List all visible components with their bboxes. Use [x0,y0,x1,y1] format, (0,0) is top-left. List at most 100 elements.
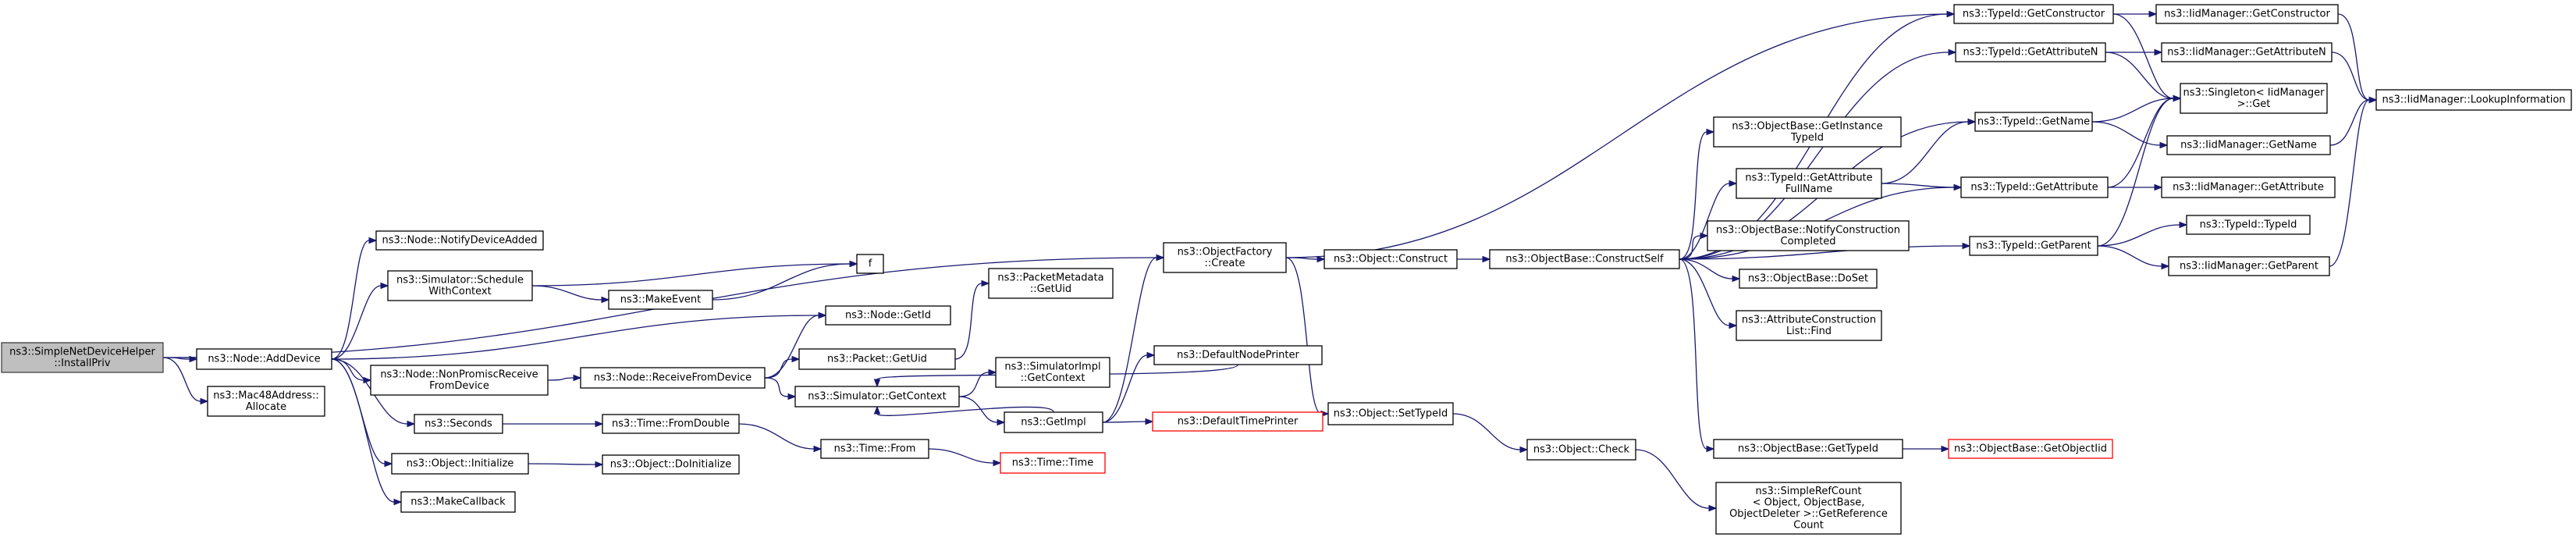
graph-node-timeTime[interactable]: ns3::Time::Time [1000,452,1106,474]
graph-node-singletonGet[interactable]: ns3::Singleton< IidManager >::Get [2180,83,2328,114]
graph-node-doSet[interactable]: ns3::ObjectBase::DoSet [1739,269,1878,289]
graph-node-iidGetConstructor[interactable]: ns3::IidManager::GetConstructor [2155,4,2339,24]
graph-node-tidTypeId[interactable]: ns3::TypeId::TypeId [2186,215,2311,235]
graph-node-box [1163,242,1287,273]
graph-node-label: ns3::TypeId::GetName [1977,116,2090,128]
graph-node-box [798,348,956,370]
graph-node-iidGetAttrN[interactable]: ns3::IidManager::GetAttributeN [2161,42,2333,62]
graph-edge [1679,258,1741,283]
graph-node-getImpl[interactable]: ns3::GetImpl [1004,411,1103,433]
graph-edge-line [1679,258,1733,279]
graph-node-notifyConstr[interactable]: ns3::ObjectBase::NotifyConstructionCompl… [1707,220,1910,251]
graph-node-baseGetTypeId[interactable]: ns3::ObjectBase::GetTypeId [1713,439,1903,459]
graph-node-getObjectIid[interactable]: ns3::ObjectBase::GetObjectIid [1948,439,2113,459]
graph-edge [738,423,823,453]
graph-node-box [1153,345,1323,365]
graph-node-objFactory[interactable]: ns3::ObjectFactory::Create [1163,242,1287,273]
graph-node-tidGetAttribute[interactable]: ns3::TypeId::GetAttribute [1960,176,2109,198]
graph-node-iidGetName[interactable]: ns3::IidManager::GetName [2166,135,2331,155]
graph-edge-arrowhead [1729,180,1738,187]
graph-node-iidGetAttribute[interactable]: ns3::IidManager::GetAttribute [2161,176,2336,198]
graph-node-packetUid[interactable]: ns3::Packet::GetUid [798,348,956,370]
graph-node-tidGetAttrN[interactable]: ns3::TypeId::GetAttributeN [1955,42,2106,62]
graph-node-simCtx[interactable]: ns3::Simulator::GetContext [794,386,960,408]
graph-edge [2105,48,2163,56]
graph-node-makeEvent[interactable]: ns3::MakeEvent [608,290,713,310]
graph-edge-line [331,315,819,360]
graph-edge-arrowhead [200,397,209,405]
graph-node-label: ns3::MakeEvent [620,294,702,306]
graph-edge [1679,258,1738,329]
graph-node-notifyAdded[interactable]: ns3::Node::NotifyDeviceAdded [375,230,544,251]
graph-node-addDevice[interactable]: ns3::Node::AddDevice [196,348,332,370]
graph-node-label: ns3::IidManager::GetName [2180,140,2317,151]
graph-node-objCheck[interactable]: ns3::Object::Check [1526,439,1636,461]
graph-node-label: ns3::IidManager::GetAttributeN [2167,47,2326,59]
graph-node-label: FromDevice [429,380,489,392]
graph-edge [1679,242,1971,260]
graph-node-box [2168,256,2330,276]
graph-node-f[interactable]: f [856,254,884,274]
graph-node-pktMeta[interactable]: ns3::PacketMetadata::GetUid [988,268,1114,299]
graph-node-iidLookup[interactable]: ns3::IidManager::LookupInformation [2375,89,2572,111]
graph-edge [2097,221,2188,247]
graph-edge-arrowhead [2179,221,2188,229]
graph-node-getId[interactable]: ns3::Node::GetId [825,305,951,326]
graph-node-iidGetParent[interactable]: ns3::IidManager::GetParent [2168,256,2330,276]
graph-edge-line [1102,354,1148,423]
graph-node-label: ns3::Node::NotifyDeviceAdded [382,235,537,247]
graph-node-label: ns3::Mac48Address:: [213,390,318,401]
graph-node-label: Count [1793,519,1824,531]
graph-edge [873,405,1054,416]
graph-node-receiveFrom[interactable]: ns3::Node::ReceiveFromDevice [580,367,766,389]
graph-edge [331,282,389,360]
graph-node-label: ns3::ObjectBase::ConstructSelf [1505,254,1664,265]
graph-node-label: ns3::TypeId::TypeId [2200,219,2297,231]
graph-node-timeFrom[interactable]: ns3::Time::From [820,439,929,459]
graph-node-refCount[interactable]: ns3::SimpleRefCount< Object, ObjectBase,… [1715,482,1902,535]
graph-node-label: ns3::DefaultNodePrinter [1177,350,1299,361]
graph-node-objConstruct[interactable]: ns3::Object::Construct [1324,249,1458,269]
graph-edge-arrowhead [1967,118,1977,126]
graph-edge-line [1452,413,1521,450]
graph-node-box [1707,220,1910,251]
graph-node-simImplCtx[interactable]: ns3::SimulatorImpl::GetContext [995,357,1110,388]
graph-node-objInit[interactable]: ns3::Object::Initialize [391,453,529,475]
graph-node-label: ns3::TypeId::GetAttribute [1745,172,1872,183]
graph-node-defNodePrinter[interactable]: ns3::DefaultNodePrinter [1153,345,1323,365]
graph-edge [1452,413,1529,454]
graph-node-seconds[interactable]: ns3::Seconds [414,414,503,434]
graph-edge-arrowhead [1708,504,1718,512]
graph-node-tidGetConstructor[interactable]: ns3::TypeId::GetConstructor [1953,4,2114,24]
graph-edge [1679,232,1709,260]
graph-node-root[interactable]: ns3::SimpleNetDeviceHelper::InstallPriv [1,342,164,373]
graph-node-label: ns3::ObjectBase::DoSet [1748,273,1868,285]
graph-edge [331,358,372,384]
graph-node-box [1953,4,2114,24]
graph-node-tidGetParent[interactable]: ns3::TypeId::GetParent [1969,236,2098,256]
graph-edge-arrowhead [787,393,797,400]
graph-node-fromDouble[interactable]: ns3::Time::FromDouble [602,414,740,434]
graph-node-mac48[interactable]: ns3::Mac48Address::Allocate [207,386,325,417]
graph-node-label: ns3::Node::NonPromiscReceive [380,368,538,380]
graph-node-constructSelf[interactable]: ns3::ObjectBase::ConstructSelf [1489,249,1680,269]
graph-node-setTypeId[interactable]: ns3::Object::SetTypeId [1327,402,1454,425]
graph-node-box [2180,83,2328,114]
graph-node-box [1327,402,1454,425]
graph-node-doInit[interactable]: ns3::Object::DoInitialize [602,454,740,475]
graph-node-makeCallback[interactable]: ns3::MakeCallback [400,491,516,513]
graph-node-tidGetName[interactable]: ns3::TypeId::GetName [1974,112,2093,132]
graph-node-label: < Object, ObjectBase, [1753,497,1865,508]
graph-node-box [988,268,1114,299]
graph-node-box [820,439,929,459]
graph-edge [1102,418,1154,425]
graph-edge [2097,245,2170,270]
graph-node-defTimePrinter[interactable]: ns3::DefaultTimePrinter [1152,411,1324,432]
graph-node-box [1152,411,1324,432]
